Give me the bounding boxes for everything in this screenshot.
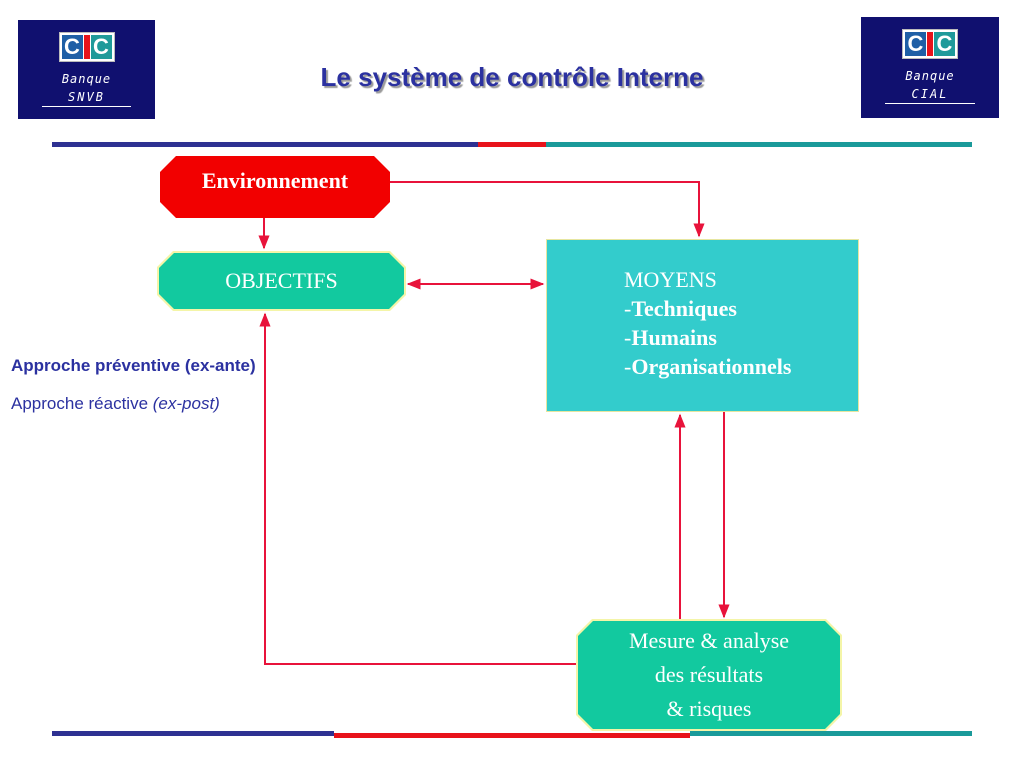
logo-banque-label: Banque bbox=[905, 69, 955, 83]
mesure-node: Mesure & analyse des résultats & risques bbox=[576, 619, 842, 731]
mesure-line: & risques bbox=[666, 696, 752, 721]
moyens-item: -Humains bbox=[624, 325, 717, 350]
mesure-line: des résultats bbox=[654, 662, 764, 687]
page-title: Le système de contrôle Interne bbox=[320, 62, 704, 92]
approche-reactive-label: Approche réactive (ex-post) bbox=[11, 394, 220, 413]
arrow-env-to-moyens bbox=[390, 181, 705, 238]
cic-letter: C bbox=[934, 32, 955, 56]
arrow-mesure-to-objectifs bbox=[259, 312, 576, 665]
top-band-red bbox=[478, 142, 546, 147]
top-band-blue bbox=[52, 142, 478, 147]
logo-banque-label: Banque bbox=[61, 72, 112, 86]
moyens-item: -Techniques bbox=[624, 296, 737, 321]
cic-cial-logo: C C Banque CIAL bbox=[861, 17, 999, 118]
objectifs-node: OBJECTIFS bbox=[157, 251, 406, 311]
cic-snvb-logo: C C Banque SNVB bbox=[18, 20, 155, 119]
bottom-band-blue bbox=[52, 731, 334, 736]
cic-red-bar bbox=[927, 32, 933, 56]
bottom-band-red bbox=[334, 733, 690, 738]
bottom-band-teal bbox=[690, 731, 972, 736]
mesure-line: Mesure & analyse bbox=[628, 628, 790, 653]
environnement-label: Environnement bbox=[201, 168, 349, 193]
cic-letter: C bbox=[61, 35, 83, 59]
moyens-item: -Organisationnels bbox=[624, 354, 792, 379]
logo-underline bbox=[885, 103, 975, 104]
moyens-node: MOYENS -Techniques -Humains -Organisatio… bbox=[546, 239, 859, 412]
logo-bank-name: SNVB bbox=[68, 90, 105, 104]
cic-letter: C bbox=[905, 32, 926, 56]
cic-letter: C bbox=[90, 35, 112, 59]
cic-red-bar bbox=[83, 35, 90, 59]
objectifs-label: OBJECTIFS bbox=[225, 268, 338, 293]
cic-logo-badge: C C bbox=[902, 29, 958, 59]
logo-bank-name: CIAL bbox=[911, 87, 949, 101]
logo-underline bbox=[42, 106, 131, 107]
approche-preventive-label: Approche préventive (ex-ante) bbox=[11, 356, 256, 375]
cic-logo-badge: C C bbox=[58, 32, 115, 62]
top-band-teal bbox=[546, 142, 972, 147]
environnement-node: Environnement bbox=[160, 156, 390, 218]
moyens-title: MOYENS bbox=[624, 267, 717, 292]
